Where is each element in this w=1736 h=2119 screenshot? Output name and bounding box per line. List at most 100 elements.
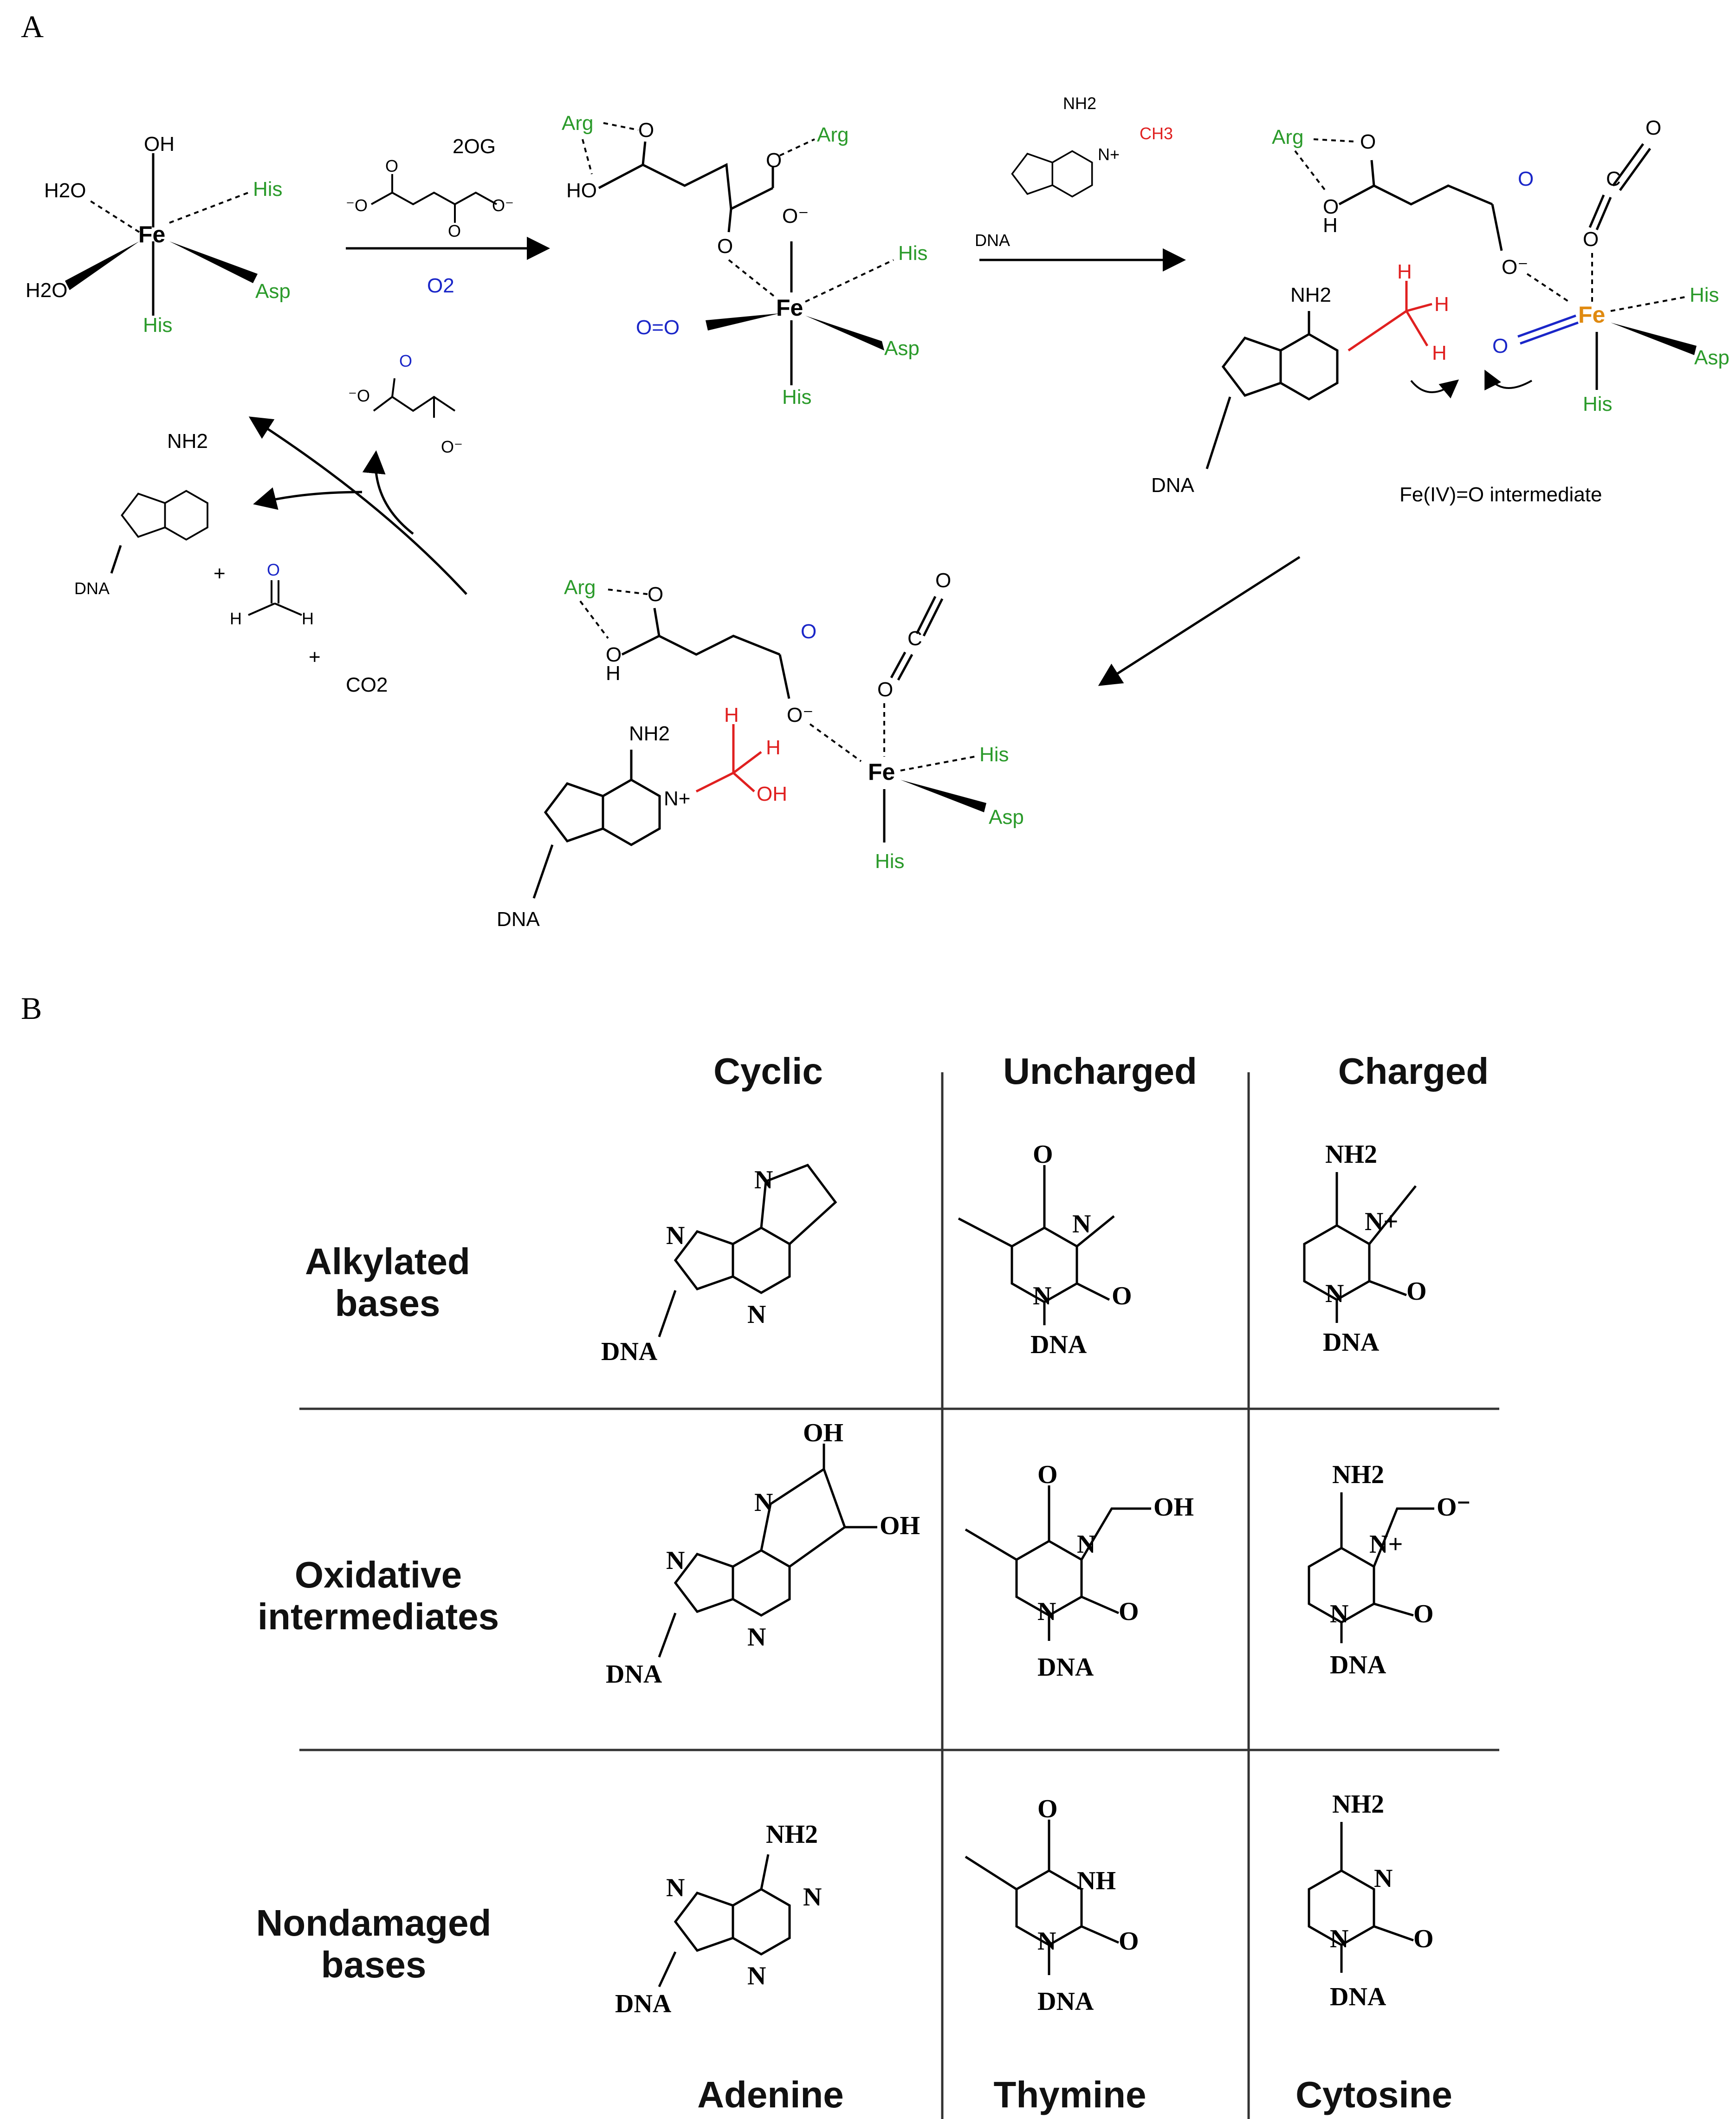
keto-o: O [717, 235, 733, 258]
oh-label: OH [144, 133, 175, 156]
methyl-h-2: H [1434, 293, 1449, 316]
formaldehyde-h: H [230, 609, 242, 628]
hydroxyl-o: O [606, 643, 622, 666]
dna-label: DNA [615, 1989, 672, 2018]
carbonyl-o: O [1413, 1600, 1434, 1628]
h2o-label-2: H2O [26, 279, 67, 302]
arg-residue: Arg [564, 576, 596, 599]
nh-group: NH [1077, 1866, 1116, 1895]
dna-label: DNA [74, 579, 110, 598]
reaction-arrow-2og: 2OG O O ⁻O O⁻ O2 [346, 135, 550, 297]
base-label-thymine: Thymine [994, 2074, 1147, 2115]
dioxygen: O=O [636, 316, 680, 339]
n1-atom: N [1330, 1925, 1348, 1953]
arg-residue: Arg [1272, 126, 1303, 149]
dna-label: DNA [1030, 1330, 1087, 1359]
fe-atom: Fe [868, 759, 895, 785]
arg-residue: Arg [562, 112, 593, 135]
fe-atom: Fe [776, 295, 803, 321]
n-plus-atom: N+ [1365, 1207, 1398, 1236]
his-ligand: His [979, 743, 1009, 766]
n-atom: N [754, 1488, 773, 1517]
his-ligand-2: His [875, 850, 905, 873]
carboxyl-o: O [648, 583, 663, 606]
dna-label: DNA [497, 908, 540, 931]
oxo-o-2: O [448, 221, 461, 240]
reaction-arrow-hydroxylation [1098, 556, 1301, 686]
carboxylate-o: O⁻ [1502, 256, 1528, 279]
carboxylate-o: O⁻ [787, 704, 813, 726]
n1-atom: N [1033, 1282, 1051, 1310]
n-atom-3: N [747, 1300, 766, 1329]
column-header-cyclic: Cyclic [713, 1050, 823, 1092]
n-plus-atom: N+ [1369, 1530, 1403, 1559]
column-header-uncharged: Uncharged [1003, 1050, 1197, 1092]
carbonyl-o-2: O [1119, 1927, 1139, 1956]
methylthymine: O O N N DNA [958, 1140, 1132, 1359]
dna-label: DNA [1151, 474, 1195, 497]
arg-residue-2: Arg [817, 123, 849, 146]
carbonyl-o: O [1406, 1277, 1427, 1306]
n7-atom: N [666, 1873, 685, 1902]
oxo-o: O [385, 156, 398, 175]
co2-product: CO2 [346, 674, 388, 696]
co2-o: O [1645, 117, 1661, 139]
base-label-adenine: Adenine [697, 2074, 844, 2115]
carbonyl-o: O [1037, 1460, 1058, 1489]
cytosine: NH2 N O N DNA [1309, 1790, 1434, 2011]
row-label-alkylated-2: bases [335, 1283, 440, 1324]
carbonyl-o: O [1413, 1925, 1434, 1953]
carboxylate-o-2: O⁻ [492, 196, 514, 215]
succinate-o-minus-2: O⁻ [441, 437, 463, 456]
n3-atom: N [1072, 1210, 1091, 1238]
species-hydroxymethyl: Arg O O H O O⁻ O C O Fe His Asp His NH2 … [497, 569, 1024, 931]
asp-ligand: Asp [1694, 346, 1730, 369]
n3-atom: N [1374, 1864, 1393, 1893]
carbonyl-o: O [1037, 1795, 1058, 1823]
panel-b-label: B [21, 991, 42, 1026]
co2-carbon: C [907, 627, 922, 650]
carboxylate-o-minus: O⁻ [782, 205, 809, 227]
n1-atom: N [1037, 1597, 1056, 1626]
row-label-alkylated: Alkylated [305, 1241, 470, 1282]
dna-label: DNA [1323, 1328, 1380, 1357]
his-ligand: His [253, 178, 283, 201]
n-plus-atom: N+ [1098, 145, 1120, 164]
carboxyl-o: O [1360, 130, 1376, 153]
oxyanion: O⁻ [1437, 1493, 1470, 1522]
methyl-group: CH3 [1140, 124, 1173, 143]
reaction-arrow-substrate: NH2 CH3 N+ DNA [975, 94, 1186, 272]
dna-label: DNA [601, 1337, 658, 1366]
methylcytosine: NH2 N+ O N DNA [1304, 1140, 1427, 1357]
carbonyl-o: O [801, 620, 816, 643]
n-atom-3: N [747, 1623, 766, 1652]
hydroxyl-group: OH [757, 783, 787, 805]
oxygen-label: O2 [427, 274, 454, 297]
carboxylate-o: O [766, 149, 782, 172]
co2-o-2: O [1583, 228, 1599, 251]
hydroxyl-group-2: OH [880, 1511, 920, 1540]
n3-atom: N [747, 1962, 766, 1990]
panel-a-label: A [21, 9, 44, 44]
n-atom-2: N [666, 1546, 685, 1575]
dna-label: DNA [1330, 1651, 1386, 1679]
hydroxyl-group: OH [803, 1419, 843, 1447]
amino-group: NH2 [766, 1820, 818, 1849]
plus-sign-2: + [309, 646, 321, 668]
hydroxyl-h: H [1323, 214, 1338, 237]
amino-group: NH2 [1290, 284, 1331, 306]
amino-group: NH2 [1325, 1140, 1377, 1169]
formaldehyde-h-2: H [302, 609, 314, 628]
carbonyl-o: O [1518, 168, 1534, 190]
dna-label: DNA [975, 231, 1010, 250]
n1-atom: N [1037, 1927, 1056, 1956]
row-label-nondamaged-2: bases [321, 1944, 427, 1985]
carbonyl-o-2: O [1112, 1282, 1132, 1310]
hydroxyl-o: O [1323, 195, 1339, 218]
n1-atom: N [1330, 1600, 1348, 1628]
dihydroxy-ethenoadenine: OH OH N N N DNA [606, 1419, 920, 1689]
carboxyl-o: O [638, 119, 654, 142]
species-2og-complex: Arg O HO O O Arg O⁻ Fe O=O His Asp His [562, 112, 928, 408]
amino-group: NH2 [629, 722, 670, 745]
